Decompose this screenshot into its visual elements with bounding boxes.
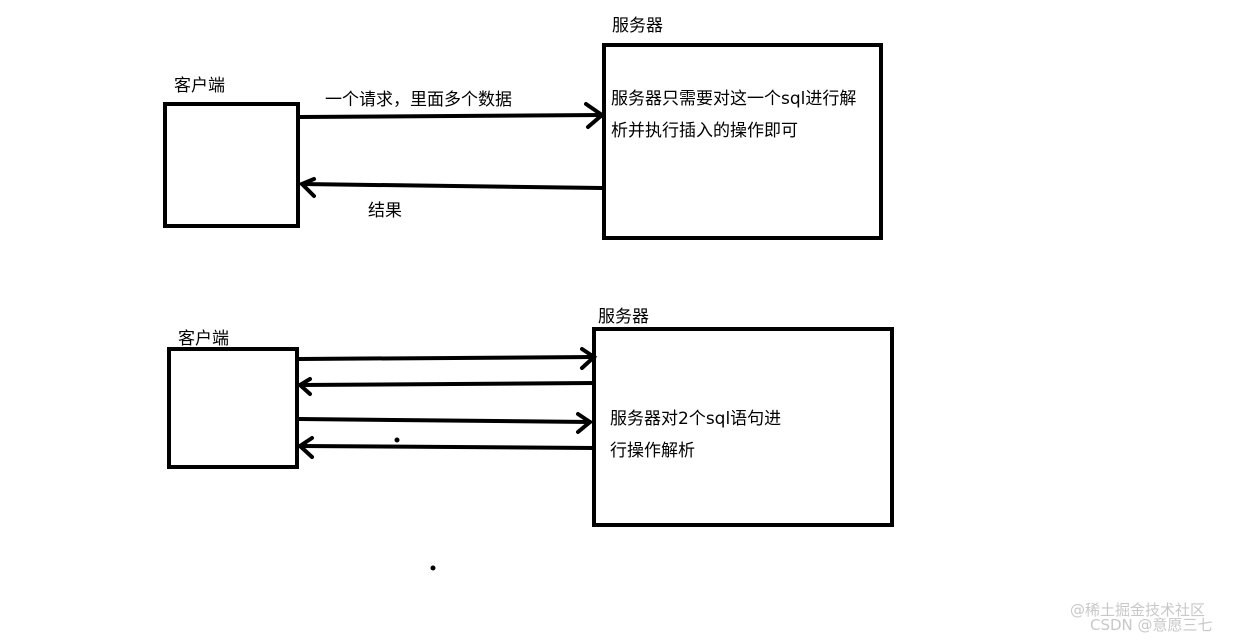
top-request-arrow [298,102,606,129]
bottom-server-box [592,327,894,527]
bottom-client-label: 客户端 [178,329,229,349]
watermark-line2: CSDN @意愿三七 [1090,616,1213,634]
top-server-text-line1: 服务器只需要对这一个sql进行解 [611,89,857,109]
top-client-box [163,102,300,228]
bottom-request-arrow-2 [297,412,594,434]
bottom-client-box [167,347,299,469]
top-server-box [602,43,883,240]
bottom-server-label: 服务器 [598,307,649,327]
stray-dot [430,565,436,571]
top-server-text: 服务器只需要对这一个sql进行解 析并执行插入的操作即可 [611,83,856,147]
top-result-arrow [298,177,604,198]
bottom-server-text: 服务器对2个sql语句进 行操作解析 [610,403,781,467]
bottom-response-arrow-2 [296,436,596,459]
bottom-server-text-line2: 行操作解析 [610,441,695,461]
top-server-text-line2: 析并执行插入的操作即可 [611,121,798,141]
bottom-request-arrow-1 [297,347,598,370]
top-result-label: 结果 [368,201,402,221]
watermark-line1: @稀土掘金技术社区 [1070,601,1206,619]
top-request-label: 一个请求，里面多个数据 [325,90,512,110]
stray-dot [394,437,400,443]
bottom-response-arrow-1 [296,377,596,396]
bottom-server-text-line1: 服务器对2个sql语句进 [610,409,782,429]
top-client-label: 客户端 [174,76,225,96]
top-server-label: 服务器 [612,16,663,36]
